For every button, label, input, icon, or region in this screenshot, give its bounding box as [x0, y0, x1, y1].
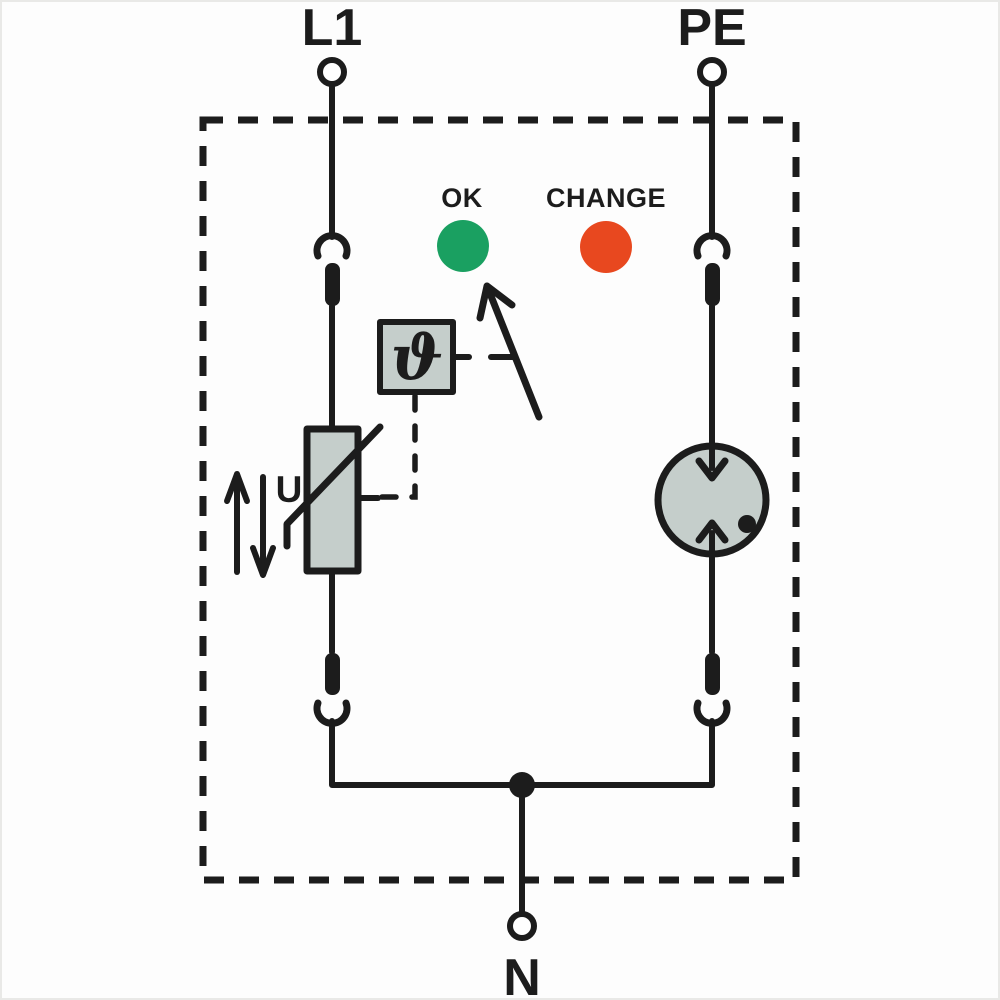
thermal-disconnect-body — [377, 319, 456, 395]
n-branch: N — [503, 782, 541, 1000]
arrow-down-icon — [250, 545, 276, 578]
plug-pin-icon — [325, 263, 340, 306]
plug-pin-icon — [705, 653, 720, 695]
change-indicator-lamp — [580, 221, 632, 273]
plug-pin-icon — [705, 263, 720, 306]
plug-socket-arc-icon — [313, 232, 351, 260]
gdt-arrow-up-icon — [695, 519, 729, 544]
ok-indicator-label: OK — [441, 183, 483, 213]
terminal-circle-l1 — [317, 57, 347, 87]
thermal-disconnect-box: ϑ — [377, 319, 456, 395]
terminal-circle-n — [507, 911, 537, 941]
l1-branch: L1 — [302, 0, 363, 433]
voltage-label: U — [276, 469, 303, 510]
terminal-circle-pe — [697, 57, 727, 87]
pe-branch-bottom — [693, 653, 731, 727]
plug-socket-arc-icon — [693, 232, 731, 260]
status-indicators: OK CHANGE — [437, 183, 666, 273]
enclosure-dashed-border — [199, 116, 800, 884]
gdt-electrode-dot — [738, 515, 756, 533]
varistor-symbol — [283, 423, 384, 575]
gdt-arrow-down-icon — [695, 457, 729, 482]
thermal-link-dashed — [375, 393, 418, 500]
voltage-arrows-icon — [224, 471, 276, 578]
ok-indicator-lamp — [437, 220, 489, 272]
terminal-label-pe: PE — [677, 0, 746, 57]
arrow-up-icon — [224, 471, 250, 504]
actuation-arrow-icon — [476, 282, 543, 421]
thermal-disconnect-label: ϑ — [391, 321, 444, 394]
gas-discharge-tube-symbol — [654, 303, 770, 655]
pe-branch: PE — [677, 0, 747, 306]
plug-pin-icon — [325, 653, 340, 695]
change-indicator-label: CHANGE — [546, 183, 666, 213]
terminal-label-l1: L1 — [302, 0, 363, 57]
l1-branch-bottom — [313, 568, 351, 727]
terminal-label-n: N — [503, 949, 541, 1000]
varistor-diagonal — [283, 423, 384, 550]
